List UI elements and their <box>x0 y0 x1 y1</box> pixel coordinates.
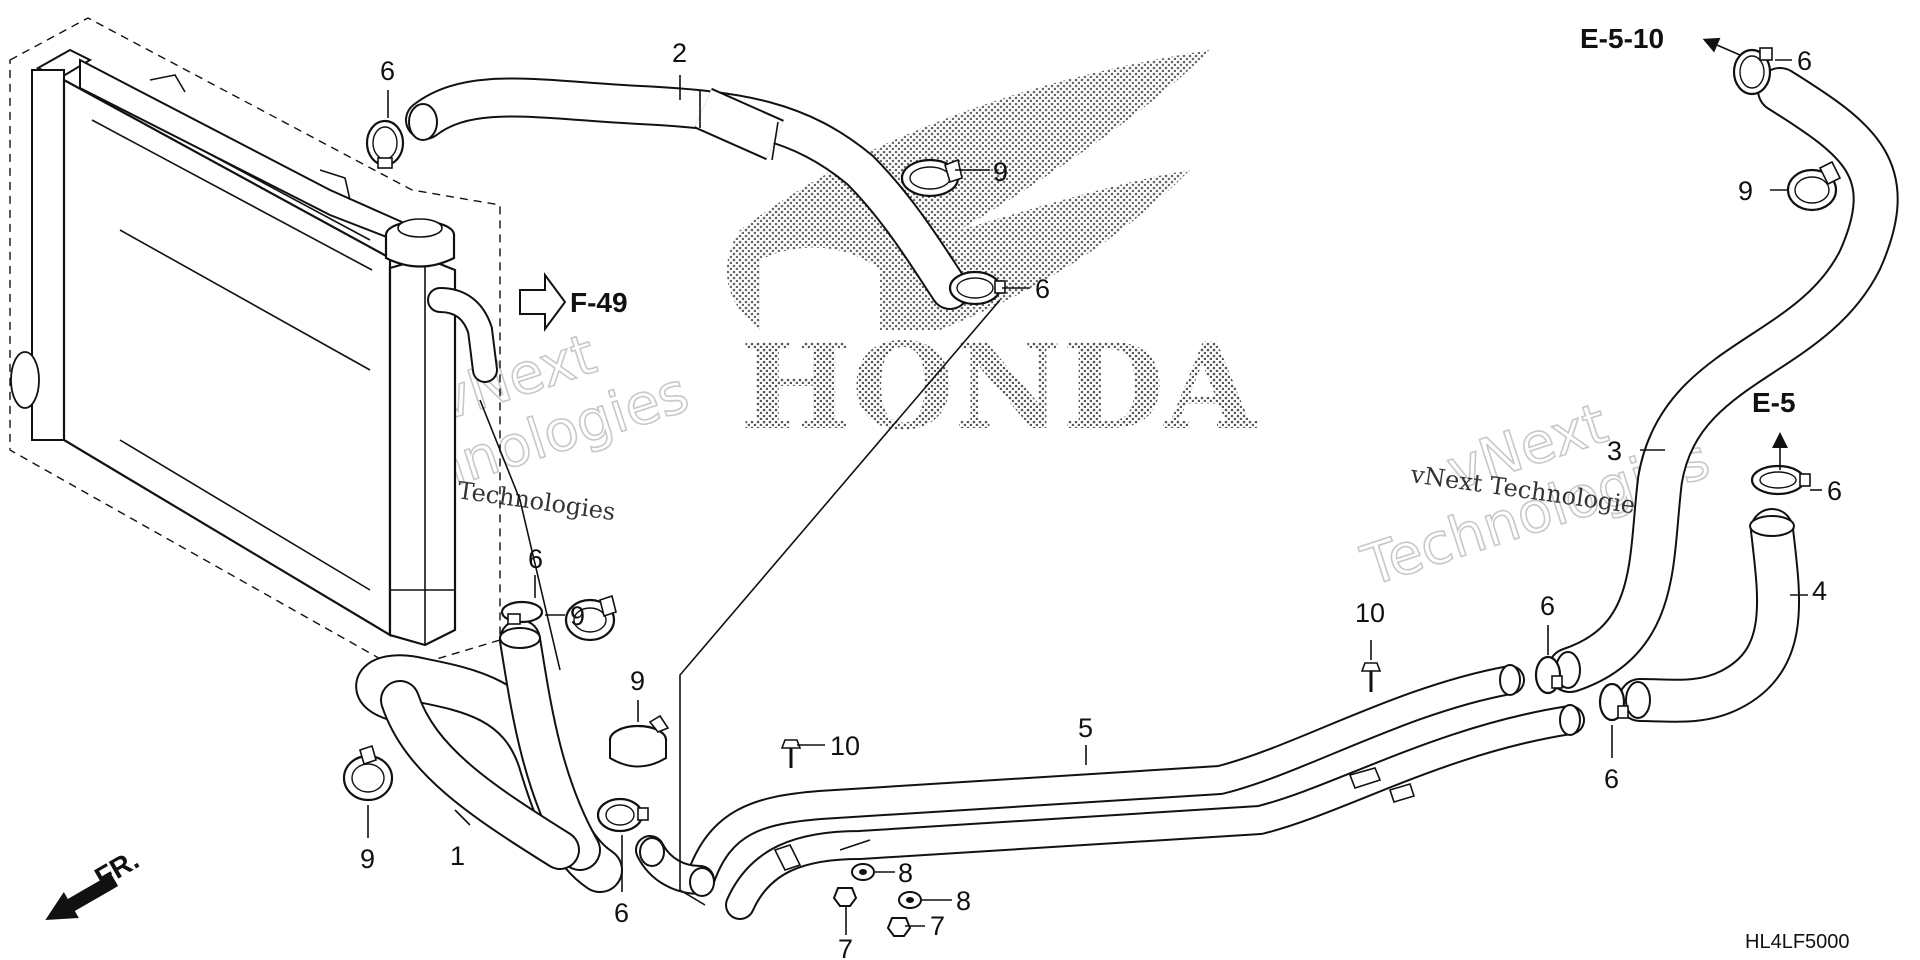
nut-7-a <box>832 887 858 907</box>
clamp-9-left-upper <box>564 594 617 642</box>
callout-9-center: 9 <box>630 666 645 696</box>
callout-8-a: 8 <box>898 858 913 888</box>
hose-3 <box>1547 67 1899 693</box>
callout-9-top: 9 <box>993 157 1008 187</box>
callout-6-top: 6 <box>380 56 395 86</box>
callout-7-a: 7 <box>838 934 853 960</box>
callout-3: 3 <box>1607 436 1622 466</box>
honda-wing-logo: HONDA <box>726 50 1257 456</box>
clamp-6-r1 <box>1534 655 1563 695</box>
bolt-10-right <box>1360 662 1382 692</box>
radiator <box>9 17 501 671</box>
callout-6-e5: 6 <box>1827 476 1842 506</box>
callout-6-topright: 6 <box>1797 46 1812 76</box>
clamp-9-left <box>342 744 394 802</box>
washer-8-b <box>898 891 922 909</box>
callout-9-left-upper: 9 <box>570 601 585 631</box>
callout-6-r2: 6 <box>1604 764 1619 794</box>
clamp-6-mid <box>948 270 1006 306</box>
hose-1 <box>355 619 715 897</box>
callout-6-bottom: 6 <box>614 898 629 928</box>
callout-10-left: 10 <box>830 731 860 761</box>
callout-6-left: 6 <box>528 544 543 574</box>
leader-lines <box>367 37 1822 935</box>
hose-2 <box>405 77 970 310</box>
callout-9-right: 9 <box>1738 176 1753 206</box>
hose-4 <box>1618 508 1800 723</box>
clamp-9-right <box>1786 160 1842 212</box>
clamp-9-center <box>608 714 670 768</box>
callout-6-mid: 6 <box>1035 274 1050 304</box>
ref-e-5: E-5 <box>1752 387 1796 418</box>
honda-brand-text: HONDA <box>740 317 1257 456</box>
callout-4: 4 <box>1812 576 1827 606</box>
pipe-5 <box>685 664 1585 920</box>
callout-6-r1: 6 <box>1540 591 1555 621</box>
clamp-6-e5 <box>1750 464 1811 496</box>
front-arrow <box>45 873 119 920</box>
diagram-code: HL4LF5000 <box>1745 931 1850 953</box>
callout-9-left: 9 <box>360 844 375 874</box>
clamp-6-left <box>500 600 544 625</box>
nut-7-b <box>886 917 912 937</box>
f49-arrow <box>519 271 567 333</box>
callout-5: 5 <box>1078 713 1093 743</box>
callout-2: 2 <box>672 38 687 68</box>
callout-1: 1 <box>450 841 465 871</box>
clamp-6-topright <box>1732 47 1773 96</box>
clamp-6-bottom <box>596 797 649 833</box>
ref-f-49: F-49 <box>570 287 628 318</box>
callout-10-right: 10 <box>1355 598 1385 628</box>
ref-e-5-10: E-5-10 <box>1580 23 1664 54</box>
clamp-6-top <box>365 119 405 169</box>
washer-8-a <box>851 863 875 881</box>
bolt-10-left <box>780 739 802 768</box>
callout-7-b: 7 <box>930 911 945 941</box>
clamp-6-r2 <box>1598 682 1629 722</box>
callout-8-b: 8 <box>956 886 971 916</box>
clamp-9-top <box>900 158 963 198</box>
